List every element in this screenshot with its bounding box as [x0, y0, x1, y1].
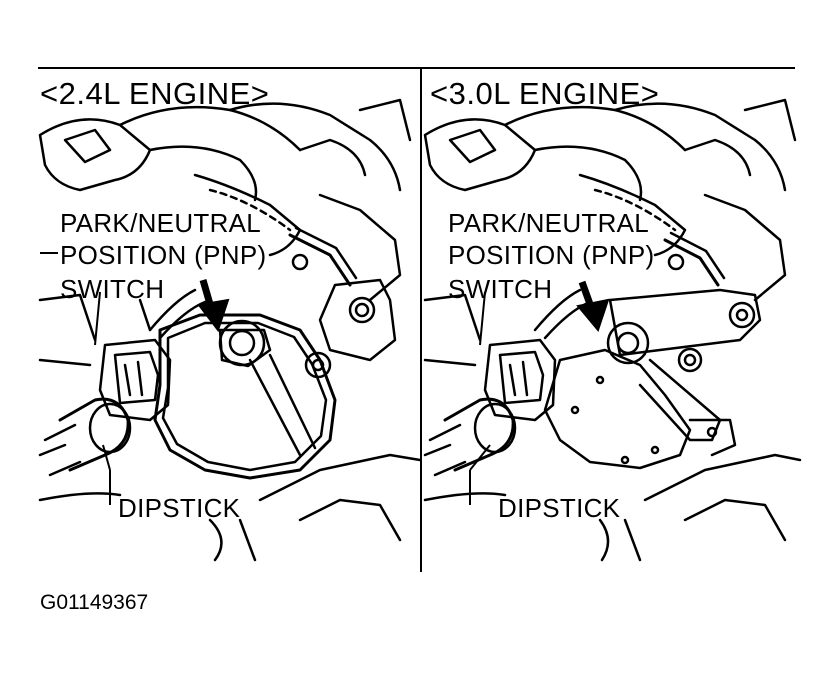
upper-connector-3-0l: [423, 118, 537, 192]
pnp-arrow-left-head: [197, 298, 230, 333]
engine-drawing-2-4l: [38, 98, 422, 562]
dipstick-label-right: DIPSTICK: [498, 493, 621, 523]
pnp-label-line2-left: POSITION (PNP): [60, 240, 267, 270]
pnp-label-line2-right: POSITION (PNP): [448, 240, 655, 270]
leader-lines: [40, 252, 491, 505]
pnp-leader-right-b: [479, 291, 486, 346]
dipstick-label-left: DIPSTICK: [118, 493, 241, 523]
pnp-label-line3-left: SWITCH: [60, 274, 165, 304]
engine-drawing-3-0l: [423, 98, 802, 562]
figure-id: G01149367: [40, 591, 149, 614]
upper-connector: [38, 118, 152, 192]
pointer-arrows: [197, 279, 610, 333]
panel-frames: [38, 67, 795, 572]
panel-title-2-4l: <2.4L ENGINE>: [40, 76, 270, 111]
pnp-arrow-right-head: [576, 298, 610, 333]
pnp-leader-left-b: [94, 291, 101, 346]
pnp-label-line3-right: SWITCH: [448, 274, 553, 304]
pnp-label-line1-right: PARK/NEUTRAL: [448, 208, 650, 238]
pnp-label-line1-left: PARK/NEUTRAL: [60, 208, 262, 238]
panel-title-3-0l: <3.0L ENGINE>: [430, 76, 660, 111]
